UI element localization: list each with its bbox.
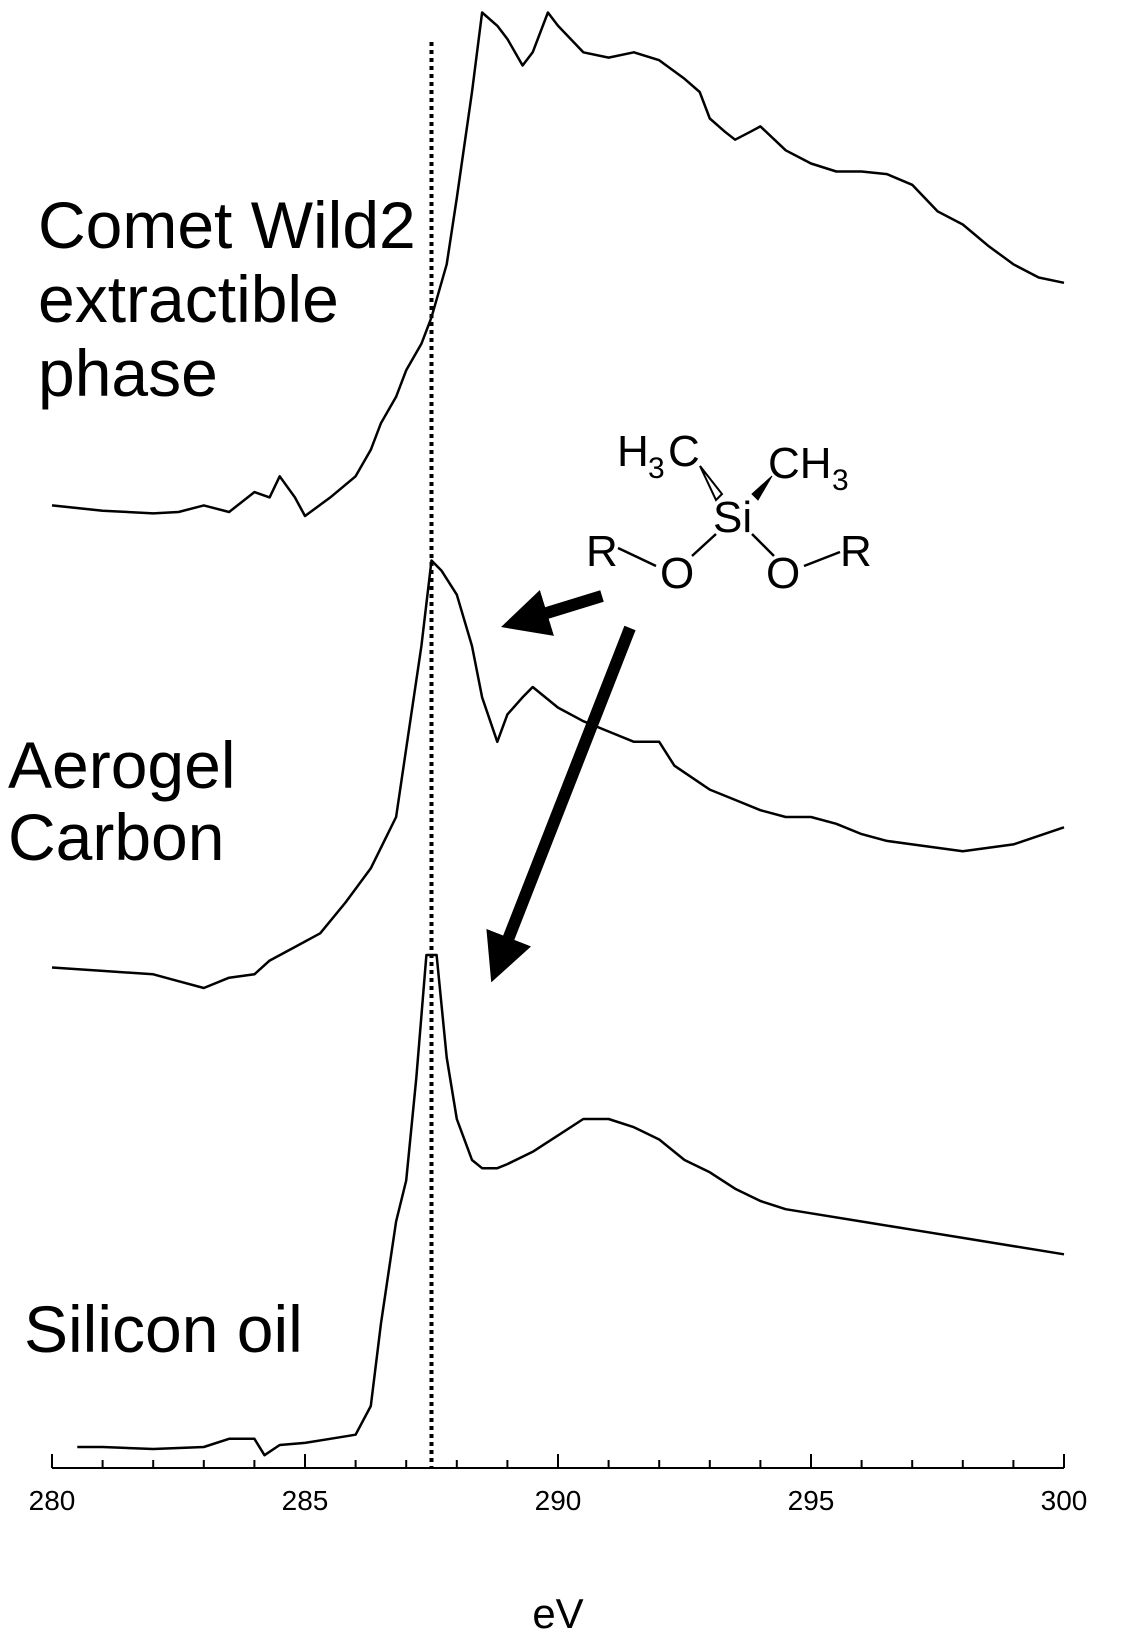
arrow-to-silicon-oil [486, 625, 636, 983]
molecule-r-right: R [840, 527, 872, 576]
x-tick-label: 280 [29, 1485, 76, 1516]
x-tick-label: 290 [535, 1485, 582, 1516]
bond-o-r-right [803, 550, 841, 568]
molecule-silicon: Si [713, 493, 752, 542]
molecule-left-methyl-subscript: 3 [648, 452, 665, 485]
molecule-r-left: R [586, 527, 618, 576]
series-label-aerogel-line-1: Aerogel [8, 728, 236, 802]
x-tick-label: 295 [788, 1485, 835, 1516]
molecule-left-methyl-h: H [617, 427, 649, 476]
x-tick-label: 300 [1041, 1485, 1088, 1516]
siloxane-structure: H 3 C CH 3 Si O O R R [586, 427, 872, 598]
hashed-wedge-bond [699, 465, 724, 502]
molecule-left-methyl-c: C [668, 427, 700, 476]
x-axis-ticks: 280 285 290 295 300 [29, 1454, 1088, 1516]
x-axis-title: eV [532, 1590, 583, 1637]
solid-wedge-bond [751, 475, 773, 501]
bond-si-o-right [751, 533, 775, 557]
molecule-oxygen-left: O [660, 549, 694, 598]
x-tick-label: 285 [282, 1485, 329, 1516]
molecule-right-methyl-subscript: 3 [832, 464, 849, 497]
series-label-comet-line-2: extractible [38, 262, 339, 336]
bond-r-o-left [617, 546, 657, 568]
molecule-right-methyl: CH [768, 439, 832, 488]
series-line-silicon-oil [77, 953, 1065, 1457]
series-line-comet-wild2 [51, 11, 1065, 518]
series-label-comet-line-1: Comet Wild2 [38, 188, 416, 262]
series-label-aerogel-line-2: Carbon [8, 800, 224, 874]
series-label-silicon-oil: Silicon oil [24, 1292, 303, 1366]
bond-si-o-left [691, 533, 717, 557]
molecule-oxygen-right: O [766, 549, 800, 598]
series-line-aerogel-carbon [51, 559, 1065, 990]
arrow-to-aerogel [501, 590, 604, 636]
series-label-comet-line-3: phase [38, 336, 218, 410]
